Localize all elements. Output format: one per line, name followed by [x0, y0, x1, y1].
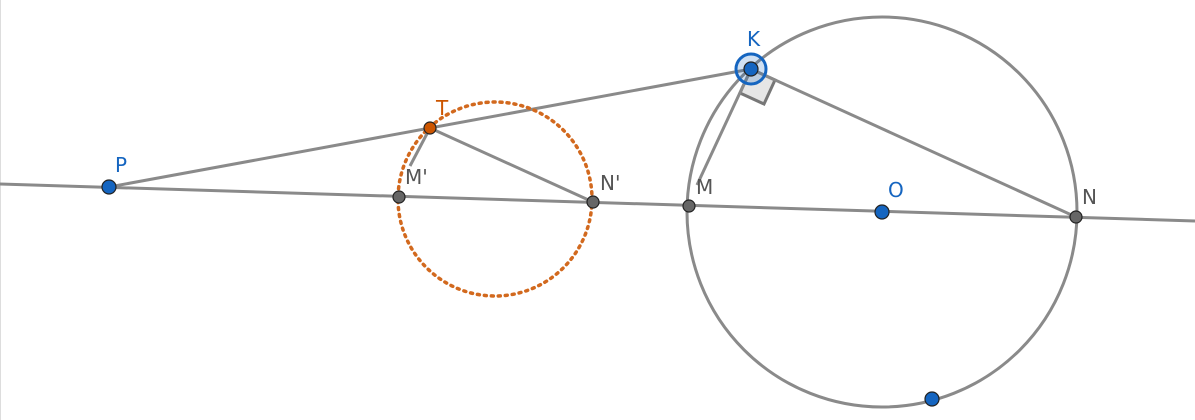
segment-TN-prime[interactable] [429, 126, 594, 204]
segment-KN[interactable] [750, 67, 1077, 219]
point-P[interactable] [101, 179, 117, 195]
point-T[interactable] [423, 121, 437, 135]
label-N-prime: N' [600, 171, 620, 195]
label-T: T [435, 96, 449, 120]
segment-TM-prime[interactable] [408, 127, 432, 167]
label-O: O [888, 178, 904, 202]
label-M: M [696, 175, 713, 199]
point-M-prime[interactable] [392, 190, 406, 204]
point-M[interactable] [682, 199, 696, 213]
segment-KM[interactable] [695, 68, 753, 186]
label-K: K [747, 27, 761, 51]
point-on-circle[interactable] [924, 391, 940, 407]
label-P: P [115, 153, 127, 177]
point-K[interactable] [743, 61, 759, 77]
label-N: N [1082, 185, 1097, 209]
label-M-prime: M' [405, 165, 428, 189]
point-N[interactable] [1069, 210, 1083, 224]
point-O[interactable] [874, 204, 890, 220]
point-N-prime[interactable] [586, 195, 600, 209]
